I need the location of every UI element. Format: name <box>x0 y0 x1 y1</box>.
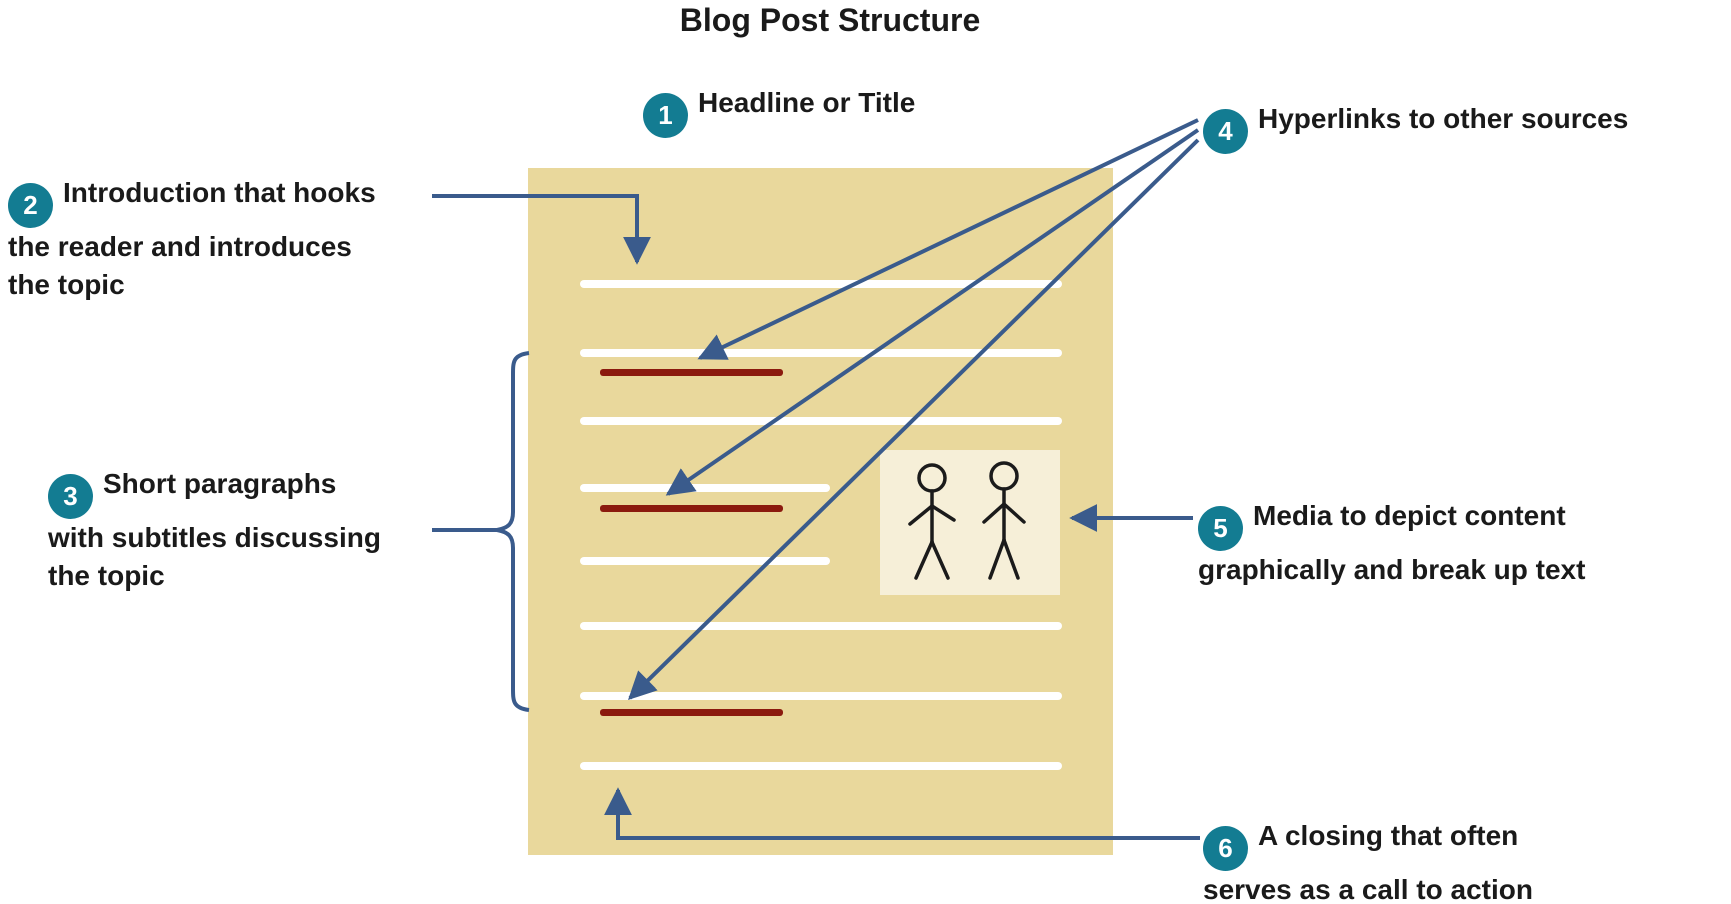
callout-paragraphs-badge: 3 <box>48 473 93 519</box>
hyperlink-line-3 <box>600 709 783 716</box>
media-placeholder <box>880 450 1060 595</box>
bracket-paragraphs <box>496 351 530 712</box>
text-line-7 <box>580 692 1062 700</box>
callout-introduction-badge: 2 <box>8 182 53 228</box>
text-line-3 <box>580 417 1062 425</box>
callout-closing-label: A closing that often serves as a call to… <box>1203 820 1533 904</box>
text-line-8 <box>580 762 1062 770</box>
text-line-5 <box>580 557 830 565</box>
hyperlink-line-1 <box>600 369 783 376</box>
callout-closing-badge: 6 <box>1203 825 1248 871</box>
text-line-6 <box>580 622 1062 630</box>
callout-paragraphs-label: Short paragraphs with subtitles discussi… <box>48 468 381 591</box>
diagram-title: Blog Post Structure <box>679 2 981 38</box>
callout-headline-badge: 1 <box>643 92 688 138</box>
callout-hyperlinks-badge: 4 <box>1203 108 1248 154</box>
callout-hyperlinks-label: Hyperlinks to other sources <box>1258 103 1629 134</box>
callout-hyperlinks: 4 Hyperlinks to other sources <box>1203 100 1728 154</box>
stick-figures-image <box>908 461 1026 580</box>
hyperlink-line-2 <box>600 505 783 512</box>
callout-headline-label: Headline or Title <box>698 87 916 118</box>
callout-introduction-label: Introduction that hooks the reader and i… <box>8 177 376 300</box>
callout-headline: 1 Headline or Title <box>643 84 1163 138</box>
blog-post-document <box>528 168 1113 855</box>
text-line-2 <box>580 349 1062 357</box>
callout-media-label: Media to depict content graphically and … <box>1198 500 1586 585</box>
text-line-4 <box>580 484 830 492</box>
callout-media-badge: 5 <box>1198 505 1243 551</box>
text-line-1 <box>580 280 1062 288</box>
